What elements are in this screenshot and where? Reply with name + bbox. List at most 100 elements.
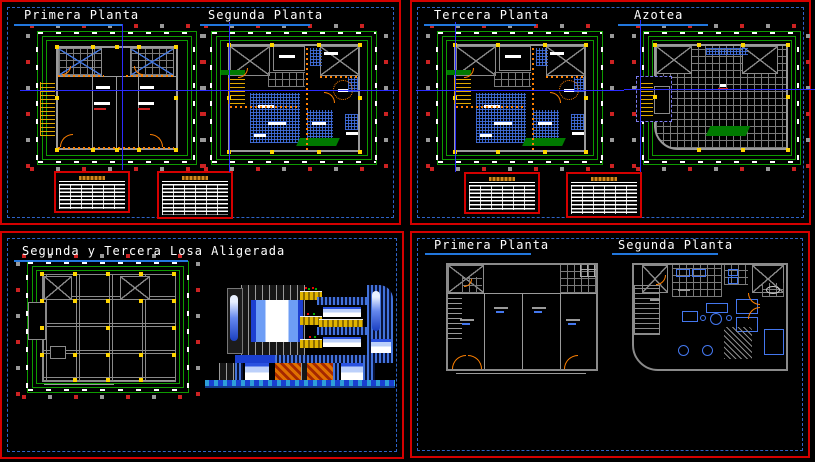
kitchen-floor: [268, 72, 305, 87]
bed: [736, 299, 758, 314]
title-losa-aligerada: Segunda y Tercera Losa Aligerada: [22, 244, 286, 258]
dimension-ticks: [193, 36, 195, 160]
grid-axis-line: [122, 24, 123, 170]
dimension-ticks: [212, 32, 376, 34]
storefront-pier: [333, 363, 339, 380]
bathtub: [766, 286, 780, 294]
dining-chair: [700, 315, 706, 321]
door-arc: [564, 355, 578, 369]
balcony-window: [323, 307, 361, 317]
furniture: [279, 55, 295, 58]
bed: [536, 48, 548, 66]
axis-bubbles: [196, 258, 200, 396]
dimension-ticks: [438, 161, 602, 163]
storefront-pier: [219, 363, 235, 380]
furniture: [346, 132, 358, 135]
roof-garden: [705, 126, 751, 136]
balcony-slab: [317, 297, 367, 305]
grid-axis-line: [624, 89, 815, 90]
furniture: [480, 134, 492, 137]
ground-outline: [44, 384, 114, 385]
dimension-ticks: [28, 262, 188, 264]
storefront-pier: [235, 363, 243, 380]
axis-bubbles: [610, 28, 614, 168]
dimension-ticks: [36, 36, 38, 160]
title-underline: [14, 24, 122, 26]
title-underline: [424, 24, 536, 26]
axis-bubbles: [632, 28, 636, 168]
axis-bubbles: [426, 28, 430, 168]
flower: [305, 287, 307, 289]
partition-wall: [560, 293, 561, 369]
counter: [692, 269, 706, 277]
brick-panel: [307, 363, 333, 380]
floor-plan-primera-planta: [20, 24, 210, 171]
slab-notch: [28, 302, 46, 340]
roof-plan-azotea: [624, 20, 815, 172]
kitchen-floor: [672, 265, 722, 297]
axis-bubbles: [30, 24, 204, 28]
schedule-table: [54, 171, 130, 213]
bath-fixture: [728, 277, 738, 284]
title-segunda-planta: Segunda Planta: [208, 8, 324, 22]
partition-wall: [58, 76, 176, 77]
dimension-ticks: [187, 266, 189, 388]
title-primera-planta-br: Primera Planta: [434, 238, 550, 252]
grid-axis-line: [229, 22, 230, 172]
tower-window: [371, 339, 391, 353]
bed: [571, 114, 584, 130]
title-underline: [612, 253, 718, 255]
patio-void: [546, 46, 586, 76]
ground-outline: [114, 380, 174, 381]
axis-bubbles: [806, 28, 810, 168]
grid-axis-line: [640, 20, 641, 172]
dimension-ticks: [28, 389, 188, 391]
axis-bubbles: [202, 28, 206, 168]
storefront-beam: [235, 355, 275, 363]
armchair: [702, 345, 713, 356]
grid-axis-line: [190, 90, 398, 91]
wall-hatch: [306, 46, 308, 150]
column-nodes: [55, 45, 59, 49]
dimension-ticks: [644, 32, 798, 34]
dimension-ticks: [797, 36, 799, 160]
tower-glass: [372, 291, 380, 331]
storefront-window: [341, 363, 363, 380]
partition-wall: [92, 48, 93, 148]
bath-floor: [580, 265, 596, 277]
door-arc: [60, 134, 73, 147]
furniture: [538, 122, 552, 125]
dimension-ticks: [644, 161, 798, 163]
axis-bubbles: [636, 24, 806, 28]
slab-plan-losa-aligerada: [16, 254, 200, 399]
furniture: [312, 122, 326, 125]
planter-box: [300, 316, 322, 325]
kitchen-floor: [494, 72, 531, 87]
axis-bubbles: [636, 167, 806, 171]
floor-plan-segunda-planta: [190, 22, 398, 172]
front-elevation: [205, 283, 395, 391]
balcony-slab: [317, 327, 367, 335]
roof-label: [706, 48, 748, 55]
sheet-margin-border: [7, 238, 397, 452]
wall-hatch: [532, 46, 534, 150]
axis-bubbles: [16, 258, 20, 396]
schedule-table-rows: [469, 185, 535, 210]
dimension-ticks: [38, 161, 194, 163]
exterior-walls: [446, 263, 598, 371]
dimension-ticks: [212, 161, 376, 163]
planter-garden: [221, 70, 245, 75]
schedule-table: [464, 172, 540, 214]
axis-bubbles: [204, 167, 384, 171]
furniture: [324, 52, 338, 55]
axis-bubbles: [204, 24, 384, 28]
stair: [448, 295, 462, 339]
floor-plan-primera-br: [446, 263, 598, 375]
dining-chair: [710, 313, 722, 325]
title-primera-planta: Primera Planta: [24, 8, 140, 22]
door-arc: [452, 355, 466, 369]
stair: [640, 80, 653, 116]
balcony-garden: [296, 138, 340, 146]
grid-axis-line: [416, 90, 624, 91]
